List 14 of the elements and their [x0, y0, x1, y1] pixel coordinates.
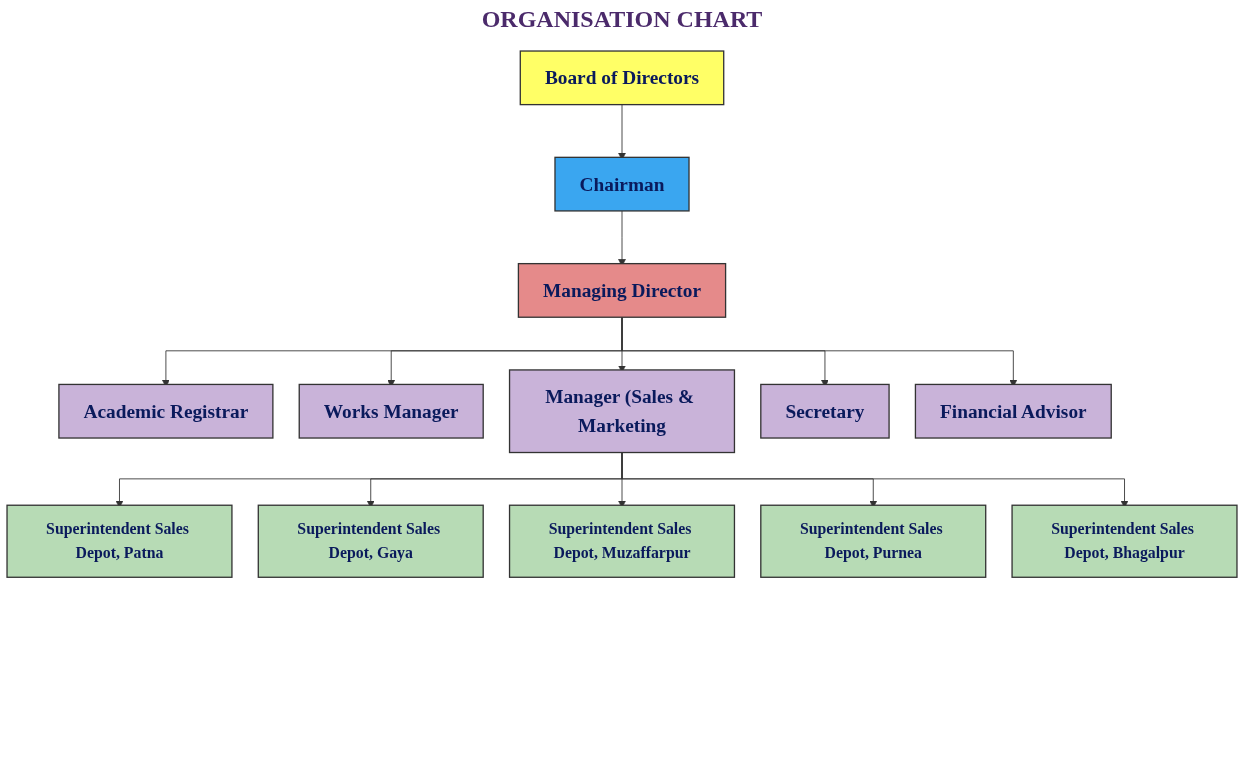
node-box: Superintendent Sales Depot, Muzaffarpur — [508, 504, 736, 578]
node-box: Financial Advisor — [914, 383, 1112, 439]
node-box: Secretary — [760, 383, 890, 439]
node-box: Superintendent Sales Depot, Bhagalpur — [1011, 504, 1238, 578]
node-box: Manager (Sales & Marketing — [508, 369, 736, 454]
node-box: Academic Registrar — [58, 383, 274, 439]
node-box: Chairman — [554, 156, 690, 212]
node-box: Works Manager — [298, 383, 484, 439]
node-box: Superintendent Sales Depot, Patna — [6, 504, 233, 578]
node-box: Board of Directors — [519, 50, 725, 106]
chart-title: ORGANISATION CHART — [481, 6, 763, 32]
node-box: Managing Director — [517, 262, 727, 318]
node-box: Superintendent Sales Depot, Gaya — [257, 504, 484, 578]
node-box: Superintendent Sales Depot, Purnea — [760, 504, 987, 578]
